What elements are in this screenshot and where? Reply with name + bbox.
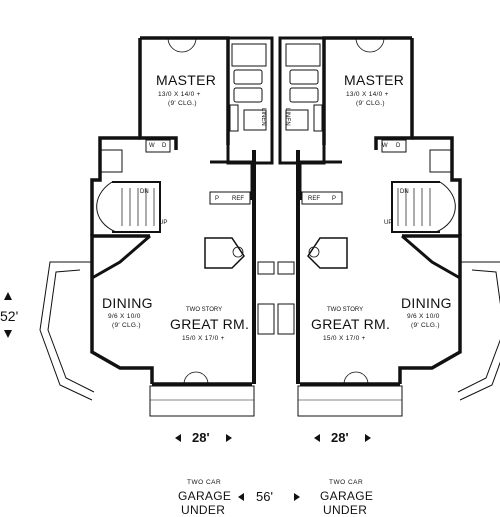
left-great-room-prefix: TWO STORY [186, 307, 223, 313]
right-stair-down-label: DN [400, 189, 409, 195]
left-fridge-label: REF [232, 196, 244, 202]
total-56-arrow-left [238, 493, 244, 501]
left-dryer-label: D [162, 143, 167, 149]
left-unit-walls [39, 36, 275, 417]
total-56-arrow-right [294, 493, 300, 501]
left-master-ceiling: (9' CLG.) [168, 100, 197, 107]
right-28-arrow-right [365, 434, 371, 442]
right-28-arrow-left [314, 434, 320, 442]
right-washer-label: W [382, 143, 388, 149]
depth-dimension: 52' [0, 308, 19, 324]
dimension-arrows [4, 292, 371, 501]
left-28-arrow-left [175, 434, 181, 442]
right-great-room-dims: 15/0 X 17/0 + [323, 335, 366, 342]
right-dining-dims: 9/6 X 10/0 [407, 313, 440, 320]
left-great-room-dims: 15/0 X 17/0 + [182, 335, 225, 342]
right-great-room-prefix: TWO STORY [327, 307, 364, 313]
right-dining-name: DINING [401, 295, 452, 311]
right-master-name: MASTER [344, 72, 405, 88]
left-linen-label: LINEN [260, 108, 266, 126]
left-stair-down-label: DN [140, 189, 149, 195]
right-dining-ceiling: (9' CLG.) [411, 322, 440, 329]
left-master-name: MASTER [156, 72, 217, 88]
left-garage-line2: UNDER [181, 503, 226, 517]
right-stair-up-label: UP [384, 220, 393, 226]
right-unit-walls [277, 36, 500, 417]
depth-52-arrow-down [4, 330, 12, 338]
right-fridge-label: REF [308, 196, 320, 202]
total-width-dimension: 56' [256, 489, 273, 504]
left-garage-prefix: TWO CAR [187, 479, 222, 486]
left-garage-line1: GARAGE [178, 489, 232, 503]
right-linen-label: LINEN [284, 108, 290, 126]
left-dining-dims: 9/6 X 10/0 [108, 313, 141, 320]
right-garage-line1: GARAGE [320, 489, 374, 503]
right-dryer-label: D [396, 143, 401, 149]
left-great-room-name: GREAT RM. [170, 316, 250, 332]
right-pantry-label: P [332, 196, 337, 202]
right-unit-width-dim: 28' [331, 430, 349, 445]
left-dining-name: DINING [102, 295, 153, 311]
left-dining-ceiling: (9' CLG.) [112, 322, 141, 329]
left-pantry-label: P [215, 196, 220, 202]
right-great-room-name: GREAT RM. [311, 316, 391, 332]
right-garage-line2: UNDER [323, 503, 368, 517]
right-master-dims: 13/0 X 14/0 + [346, 91, 389, 98]
left-washer-label: W [149, 143, 155, 149]
depth-52-arrow-up [4, 292, 12, 300]
right-master-ceiling: (9' CLG.) [356, 100, 385, 107]
left-28-arrow-right [226, 434, 232, 442]
left-master-dims: 13/0 X 14/0 + [158, 91, 201, 98]
left-unit-width-dim: 28' [192, 430, 210, 445]
right-garage-prefix: TWO CAR [329, 479, 364, 486]
left-stair-up-label: UP [159, 220, 168, 226]
